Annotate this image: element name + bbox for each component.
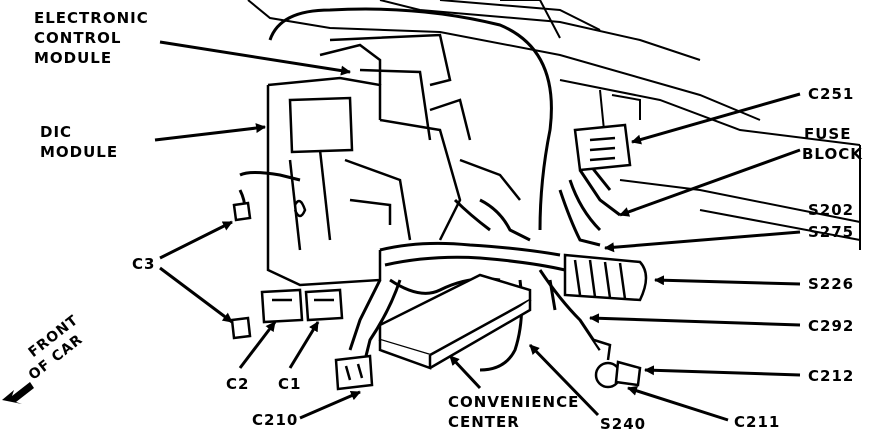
label-convenience-line2: CENTER bbox=[448, 413, 520, 431]
arrow-c1 bbox=[288, 321, 320, 369]
c251-connector bbox=[573, 123, 632, 172]
s226-splice bbox=[563, 253, 648, 302]
pointer-arrows bbox=[154, 40, 801, 422]
ecm-dic-module bbox=[266, 33, 521, 287]
arrow-c211 bbox=[627, 385, 729, 422]
label-c211: C211 bbox=[734, 413, 781, 431]
arrow-c3-lower bbox=[159, 266, 233, 324]
label-fuse-block: FUSE BLOCK bbox=[802, 124, 863, 164]
arrow-ecm bbox=[159, 40, 351, 76]
label-s275: S275 bbox=[808, 223, 855, 241]
label-fuse-line2: BLOCK bbox=[802, 145, 863, 163]
c210-connector bbox=[334, 354, 374, 391]
c1-c2-connectors bbox=[260, 288, 344, 324]
front-of-car-arrow bbox=[2, 382, 34, 404]
c3-connectors bbox=[230, 201, 252, 340]
arrow-c212 bbox=[644, 365, 801, 377]
label-c1: C1 bbox=[278, 375, 302, 393]
label-dic: DIC MODULE bbox=[40, 122, 118, 162]
arrow-fuse bbox=[619, 148, 801, 217]
arrow-c210 bbox=[299, 390, 361, 420]
arrow-c2 bbox=[238, 321, 277, 369]
label-ecm: ELECTRONIC CONTROL MODULE bbox=[34, 8, 149, 68]
label-convenience-line1: CONVENIENCE bbox=[448, 393, 580, 411]
label-convenience-center: CONVENIENCE CENTER bbox=[448, 392, 579, 432]
arrow-c3-upper bbox=[159, 220, 233, 260]
label-ecm-line1: ELECTRONIC bbox=[34, 9, 149, 27]
label-dic-line2: MODULE bbox=[40, 143, 119, 161]
arrow-c251 bbox=[631, 92, 801, 145]
label-dic-line1: DIC bbox=[40, 123, 73, 141]
label-s202: S202 bbox=[808, 201, 855, 219]
wire-harness bbox=[238, 7, 621, 372]
arrow-convenience bbox=[448, 354, 482, 390]
label-s240: S240 bbox=[600, 415, 647, 432]
label-ecm-line3: MODULE bbox=[34, 49, 113, 67]
label-c2: C2 bbox=[226, 375, 250, 393]
label-c251: C251 bbox=[808, 85, 855, 103]
label-c3: C3 bbox=[132, 255, 156, 273]
convenience-center-box bbox=[378, 273, 532, 370]
label-s226: S226 bbox=[808, 275, 855, 293]
arrow-s202 bbox=[604, 230, 801, 253]
label-c210: C210 bbox=[252, 411, 299, 429]
arrow-c292 bbox=[589, 313, 801, 327]
arrow-s240 bbox=[528, 343, 600, 417]
c211-c212-connectors bbox=[593, 338, 642, 389]
arrow-dic bbox=[154, 123, 266, 142]
dashboard-structure bbox=[247, 0, 861, 250]
arrow-s226 bbox=[654, 275, 801, 286]
label-c212: C212 bbox=[808, 367, 855, 385]
label-fuse-line1: FUSE bbox=[804, 125, 852, 143]
label-ecm-line2: CONTROL bbox=[34, 29, 122, 47]
label-c292: C292 bbox=[808, 317, 855, 335]
